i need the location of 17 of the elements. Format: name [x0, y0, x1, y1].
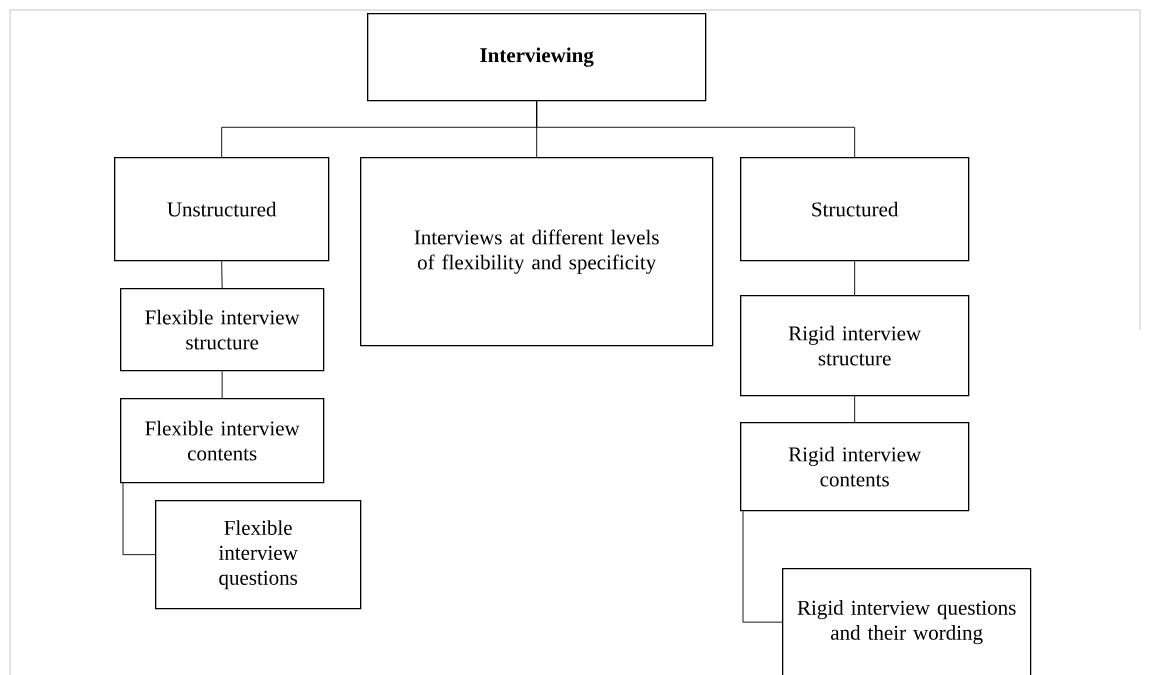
process-box: Unstructured: [114, 157, 330, 262]
process-box: Flexible interview structure: [120, 288, 325, 372]
connector-line: [854, 260, 856, 296]
connector-line: [221, 260, 223, 289]
connector-line: [742, 510, 783, 623]
process-box: Rigid interview contents: [740, 422, 970, 512]
process-box: Interviewing: [367, 13, 707, 102]
process-box: Flexible interview contents: [120, 398, 325, 484]
process-box: Structured: [740, 157, 970, 262]
process-box: Flexible interview questions: [155, 500, 362, 610]
process-box: Interviews at different levels of flexibility and specificity: [360, 157, 714, 347]
process-box: Rigid interview questions and their wording: [782, 568, 1032, 675]
process-box: Rigid interview structure: [740, 295, 970, 397]
connector-line: [854, 395, 856, 423]
connector-line: [122, 482, 156, 556]
connector-line: [221, 370, 223, 399]
connector-line: [536, 100, 856, 158]
